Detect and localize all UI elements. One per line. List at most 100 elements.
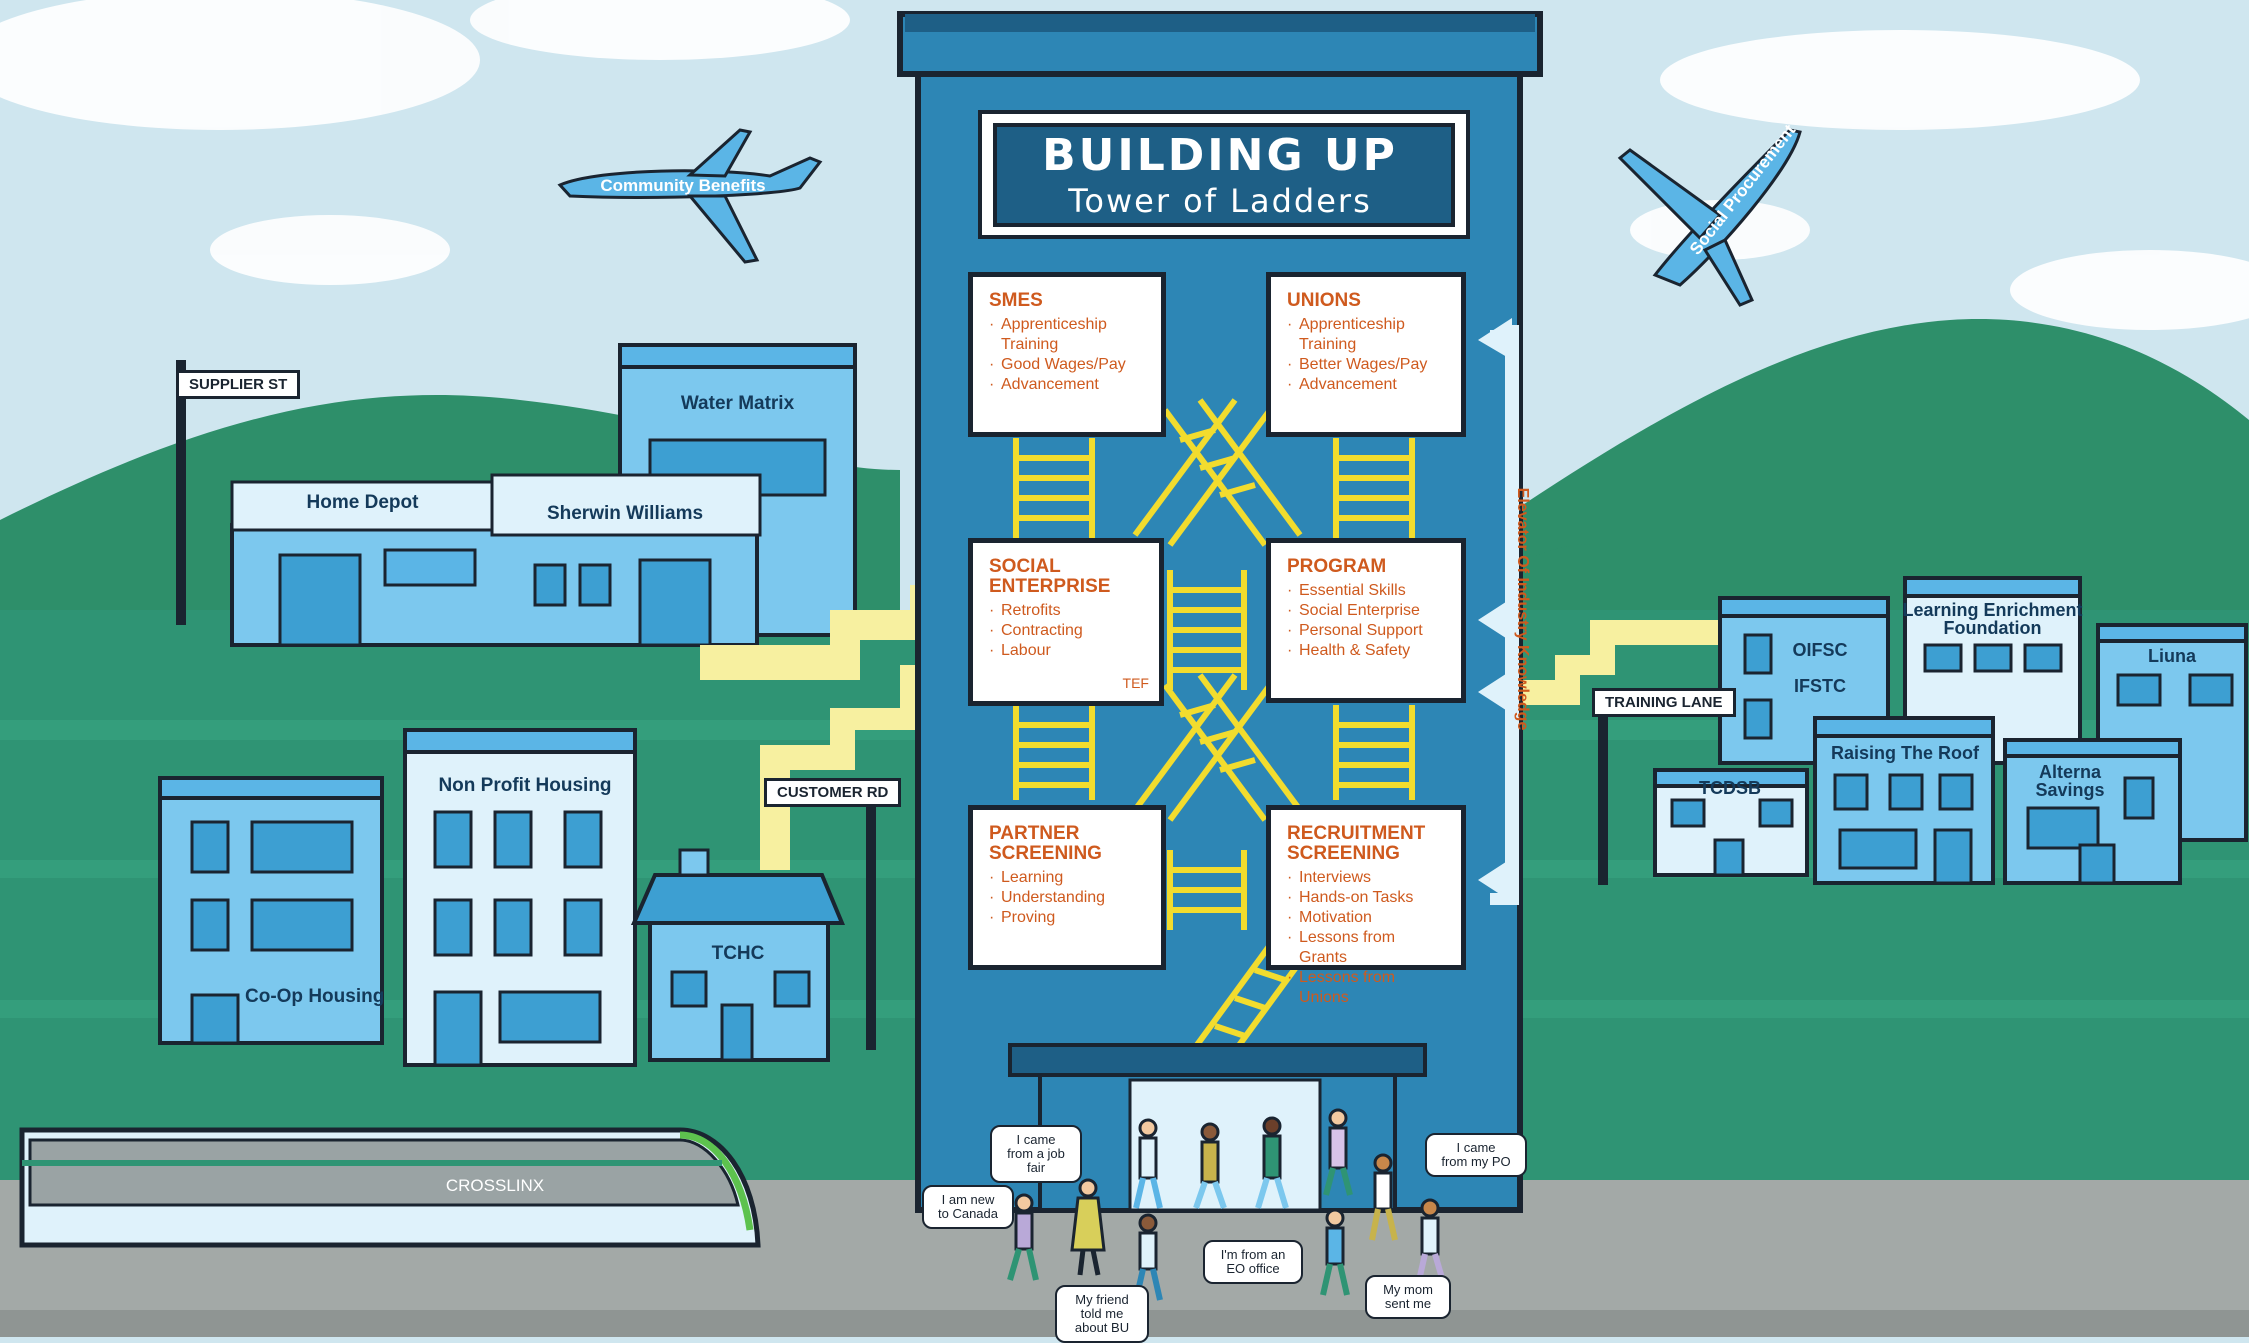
list-item: Labour bbox=[989, 641, 1143, 661]
bubble-line: My friend bbox=[1075, 1292, 1129, 1307]
floor-recruitment-screening: RECRUITMENT SCREENING Interviews Hands-o… bbox=[1266, 805, 1466, 1006]
list-item: Motivation bbox=[1287, 908, 1445, 928]
list-item: Better Wages/Pay bbox=[1287, 355, 1445, 375]
bubble-line: I am new bbox=[941, 1192, 995, 1207]
co-op-housing-building bbox=[158, 776, 384, 1045]
supplier-street-pole bbox=[176, 360, 186, 625]
person bbox=[1133, 1118, 1163, 1209]
elevator-label: Elevator Of Industry Knowledge bbox=[1514, 487, 1531, 731]
people bbox=[1007, 1108, 1447, 1301]
person bbox=[1369, 1153, 1398, 1241]
bubble-line: from my PO bbox=[1441, 1154, 1511, 1169]
bubble-line: fair bbox=[1026, 1160, 1046, 1175]
alterna-label-1: Alterna bbox=[2038, 762, 2101, 782]
floor-unions-title: UNIONS bbox=[1287, 290, 1361, 311]
plane-community-benefits bbox=[557, 128, 823, 264]
person bbox=[1007, 1193, 1039, 1281]
right-buildings bbox=[1653, 576, 2248, 885]
tef-tag: TEF bbox=[1122, 675, 1149, 691]
list-item: Essential Skills bbox=[1287, 581, 1445, 601]
speech-bubble-job-fair: I came from a job fair bbox=[990, 1125, 1082, 1183]
floor-smes-title: SMES bbox=[989, 290, 1043, 311]
oifsc-label: OIFSC bbox=[1792, 640, 1848, 660]
speech-bubble-canada: I am new to Canada bbox=[922, 1185, 1014, 1229]
bubble-line: about BU bbox=[1074, 1320, 1130, 1335]
bubble-line: My mom bbox=[1383, 1282, 1433, 1297]
co-op-housing-label: Co-Op Housing bbox=[245, 986, 385, 1007]
bubble-line: from a job bbox=[1007, 1146, 1065, 1161]
tchc-label: TCHC bbox=[711, 943, 765, 964]
list-item: Lessons from Grants bbox=[1287, 928, 1445, 968]
home-depot-label: Home Depot bbox=[306, 492, 419, 513]
sherwin-williams-label: Sherwin Williams bbox=[546, 503, 704, 524]
tower-subtitle: Tower of Ladders bbox=[1068, 182, 1372, 220]
floor-unions: UNIONS Apprenticeship Training Better Wa… bbox=[1266, 272, 1466, 437]
floor-program-title: PROGRAM bbox=[1287, 556, 1387, 577]
person bbox=[1133, 1213, 1163, 1301]
bubble-line: to Canada bbox=[938, 1206, 998, 1221]
tcdsb-label: TCDSB bbox=[1699, 778, 1761, 798]
bubble-line: EO office bbox=[1226, 1261, 1280, 1276]
tchc-building bbox=[630, 848, 845, 1062]
floor-social-enterprise: SOCIAL ENTERPRISE Retrofits Contracting … bbox=[968, 538, 1164, 706]
elevator-arrows bbox=[1478, 318, 1519, 905]
list-item: Contracting bbox=[989, 621, 1143, 641]
floor-partner-screening-title-2: SCREENING bbox=[989, 843, 1102, 864]
person bbox=[1193, 1122, 1227, 1209]
bubble-line: told me bbox=[1080, 1306, 1124, 1321]
pathway-right bbox=[1465, 620, 1720, 719]
list-item: Good Wages/Pay bbox=[989, 355, 1145, 375]
non-profit-housing-building bbox=[403, 728, 637, 1067]
floor-social-enterprise-title: SOCIAL ENTERPRISE bbox=[989, 556, 1111, 597]
speech-bubble-friend: My friend told me about BU bbox=[1055, 1285, 1149, 1343]
non-profit-housing-label: Non Profit Housing bbox=[438, 775, 612, 796]
ifstc-label: IFSTC bbox=[1794, 676, 1846, 696]
bubble-line: I came bbox=[1456, 1140, 1496, 1155]
bubble-line: sent me bbox=[1384, 1296, 1432, 1311]
floor-recruitment-screening-title-1: RECRUITMENT bbox=[1287, 823, 1426, 844]
training-lane-sign: TRAINING LANE bbox=[1592, 688, 1736, 717]
clouds bbox=[0, 0, 2249, 330]
learning-enrichment-label-2: Foundation bbox=[1943, 618, 2042, 638]
list-item: Advancement bbox=[1287, 375, 1445, 395]
floor-partner-screening: PARTNER SCREENING Learning Understanding… bbox=[968, 805, 1166, 970]
list-item: Learning bbox=[989, 868, 1145, 888]
crosslinx-train bbox=[19, 1127, 761, 1248]
list-item: Social Enterprise bbox=[1287, 601, 1445, 621]
train-label: CROSSLINX bbox=[445, 1176, 545, 1195]
list-item: Interviews bbox=[1287, 868, 1445, 888]
list-item: Personal Support bbox=[1287, 621, 1445, 641]
list-item: Lessons from Unions bbox=[1287, 968, 1445, 1008]
liuna-label: Liuna bbox=[2148, 646, 2196, 666]
alterna-label-2: Savings bbox=[2035, 780, 2105, 800]
list-item: Apprenticeship Training bbox=[989, 315, 1145, 355]
person bbox=[1415, 1198, 1447, 1286]
person bbox=[1255, 1116, 1289, 1209]
floor-program: PROGRAM Essential Skills Social Enterpri… bbox=[1266, 538, 1466, 703]
supplier-st-sign: SUPPLIER ST bbox=[176, 370, 301, 399]
person bbox=[1320, 1208, 1350, 1296]
list-item: Retrofits bbox=[989, 601, 1143, 621]
tower-title: BUILDING UP bbox=[1042, 130, 1398, 181]
list-item: Advancement bbox=[989, 375, 1145, 395]
floor-recruitment-screening-title-2: SCREENING bbox=[1287, 843, 1400, 864]
community-benefits-label: Community Benefits bbox=[600, 176, 766, 195]
water-matrix-label: Water Matrix bbox=[680, 393, 795, 414]
learning-enrichment-label-1: Learning Enrichment bbox=[1902, 600, 2083, 620]
raising-the-roof-label: Raising The Roof bbox=[1831, 743, 1979, 763]
person bbox=[1323, 1108, 1353, 1196]
list-item: Apprenticeship Training bbox=[1287, 315, 1445, 355]
customer-rd-sign: CUSTOMER RD bbox=[764, 778, 902, 807]
speech-bubble-po: I came from my PO bbox=[1425, 1133, 1527, 1177]
person bbox=[1070, 1178, 1106, 1276]
home-depot-building bbox=[230, 473, 762, 647]
list-item: Understanding bbox=[989, 888, 1145, 908]
bubble-line: I'm from an bbox=[1220, 1247, 1286, 1262]
speech-bubble-eo-office: I'm from an EO office bbox=[1203, 1240, 1303, 1284]
floor-smes: SMES Apprenticeship Training Good Wages/… bbox=[968, 272, 1166, 437]
bubble-line: I came bbox=[1016, 1132, 1056, 1147]
list-item: Health & Safety bbox=[1287, 641, 1445, 661]
plane-social-procurement bbox=[1617, 128, 1802, 307]
ladders bbox=[1013, 398, 1415, 1087]
list-item: Proving bbox=[989, 908, 1145, 928]
